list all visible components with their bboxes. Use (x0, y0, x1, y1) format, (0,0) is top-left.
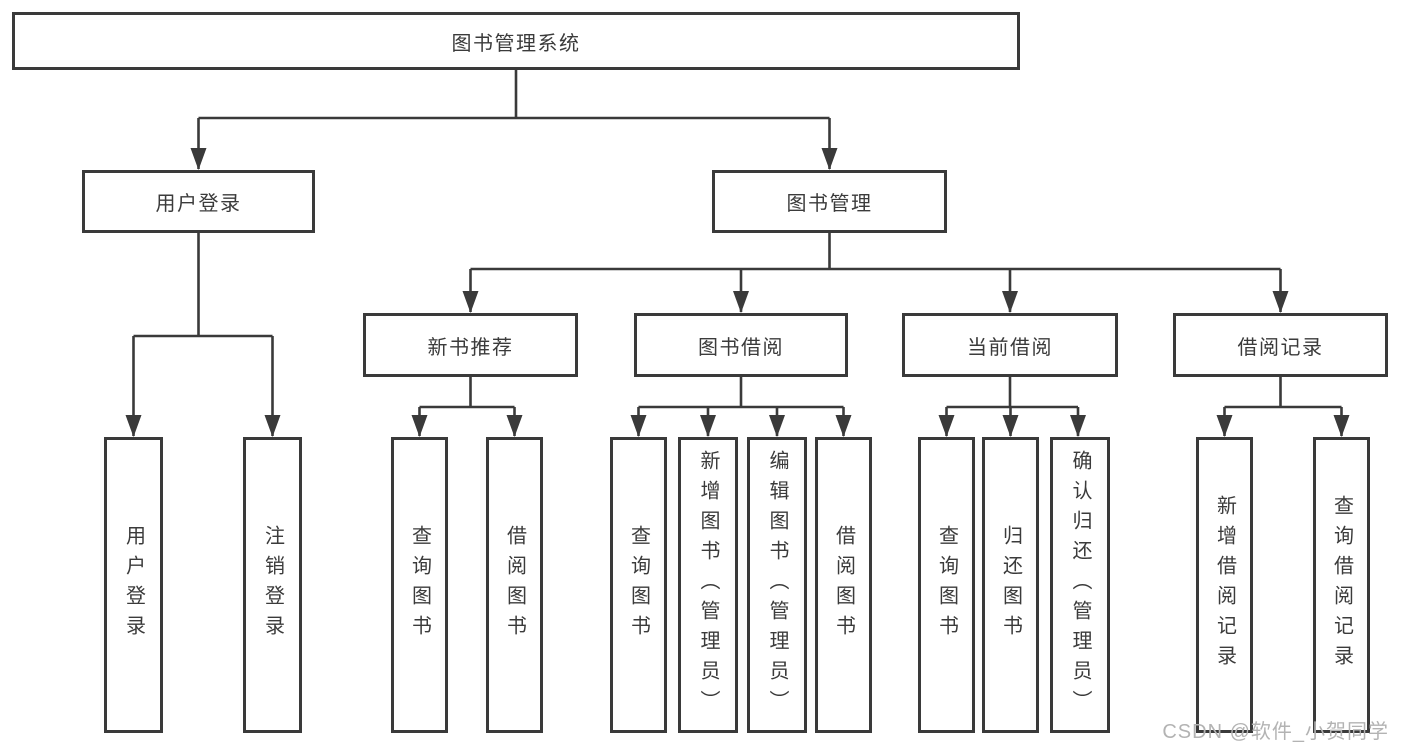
node-new-book-recommendation: 新书推荐 (363, 313, 578, 377)
leaf-label: 用户登录 (122, 525, 145, 645)
watermark: CSDN @软件_小贺同学 (1162, 721, 1389, 743)
node-book-borrowing: 图书借阅 (634, 313, 848, 377)
leaf-label: 注销登录 (261, 525, 284, 645)
leaf-edit-books-admin: 编辑图书（管理员） (747, 437, 807, 733)
leaf-search-books-current: 查询图书 (918, 437, 975, 733)
leaf-label: 查询图书 (935, 525, 958, 645)
leaf-label: 归还图书 (999, 525, 1022, 645)
leaf-add-books-admin: 新增图书（管理员） (678, 437, 738, 733)
leaf-search-borrow-record: 查询借阅记录 (1313, 437, 1370, 733)
leaf-label: 借阅图书 (832, 525, 855, 645)
node-library-management-system: 图书管理系统 (12, 12, 1020, 70)
node-user-login: 用户登录 (82, 170, 315, 233)
leaf-search-books-recommend: 查询图书 (391, 437, 448, 733)
node-book-management: 图书管理 (712, 170, 947, 233)
node-borrowing-records: 借阅记录 (1173, 313, 1388, 377)
leaf-label: 查询借阅记录 (1330, 495, 1353, 675)
leaf-logout: 注销登录 (243, 437, 302, 733)
leaf-label: 新增借阅记录 (1213, 495, 1236, 675)
leaf-user-login: 用户登录 (104, 437, 163, 733)
leaf-label: 借阅图书 (503, 525, 526, 645)
connector-trunks (133, 70, 1342, 409)
leaf-add-borrow-record: 新增借阅记录 (1196, 437, 1253, 733)
leaf-borrow-books-borrowing: 借阅图书 (815, 437, 872, 733)
leaf-confirm-return-admin: 确认归还（管理员） (1050, 437, 1110, 733)
leaf-label: 查询图书 (408, 525, 431, 645)
node-current-borrowing: 当前借阅 (902, 313, 1118, 377)
leaf-return-books: 归还图书 (982, 437, 1039, 733)
leaf-label: 查询图书 (627, 525, 650, 645)
leaf-label: 确认归还（管理员） (1069, 450, 1091, 720)
leaf-borrow-books-recommend: 借阅图书 (486, 437, 543, 733)
leaf-label: 编辑图书（管理员） (766, 450, 788, 720)
leaf-search-books-borrowing: 查询图书 (610, 437, 667, 733)
leaf-label: 新增图书（管理员） (697, 450, 719, 720)
